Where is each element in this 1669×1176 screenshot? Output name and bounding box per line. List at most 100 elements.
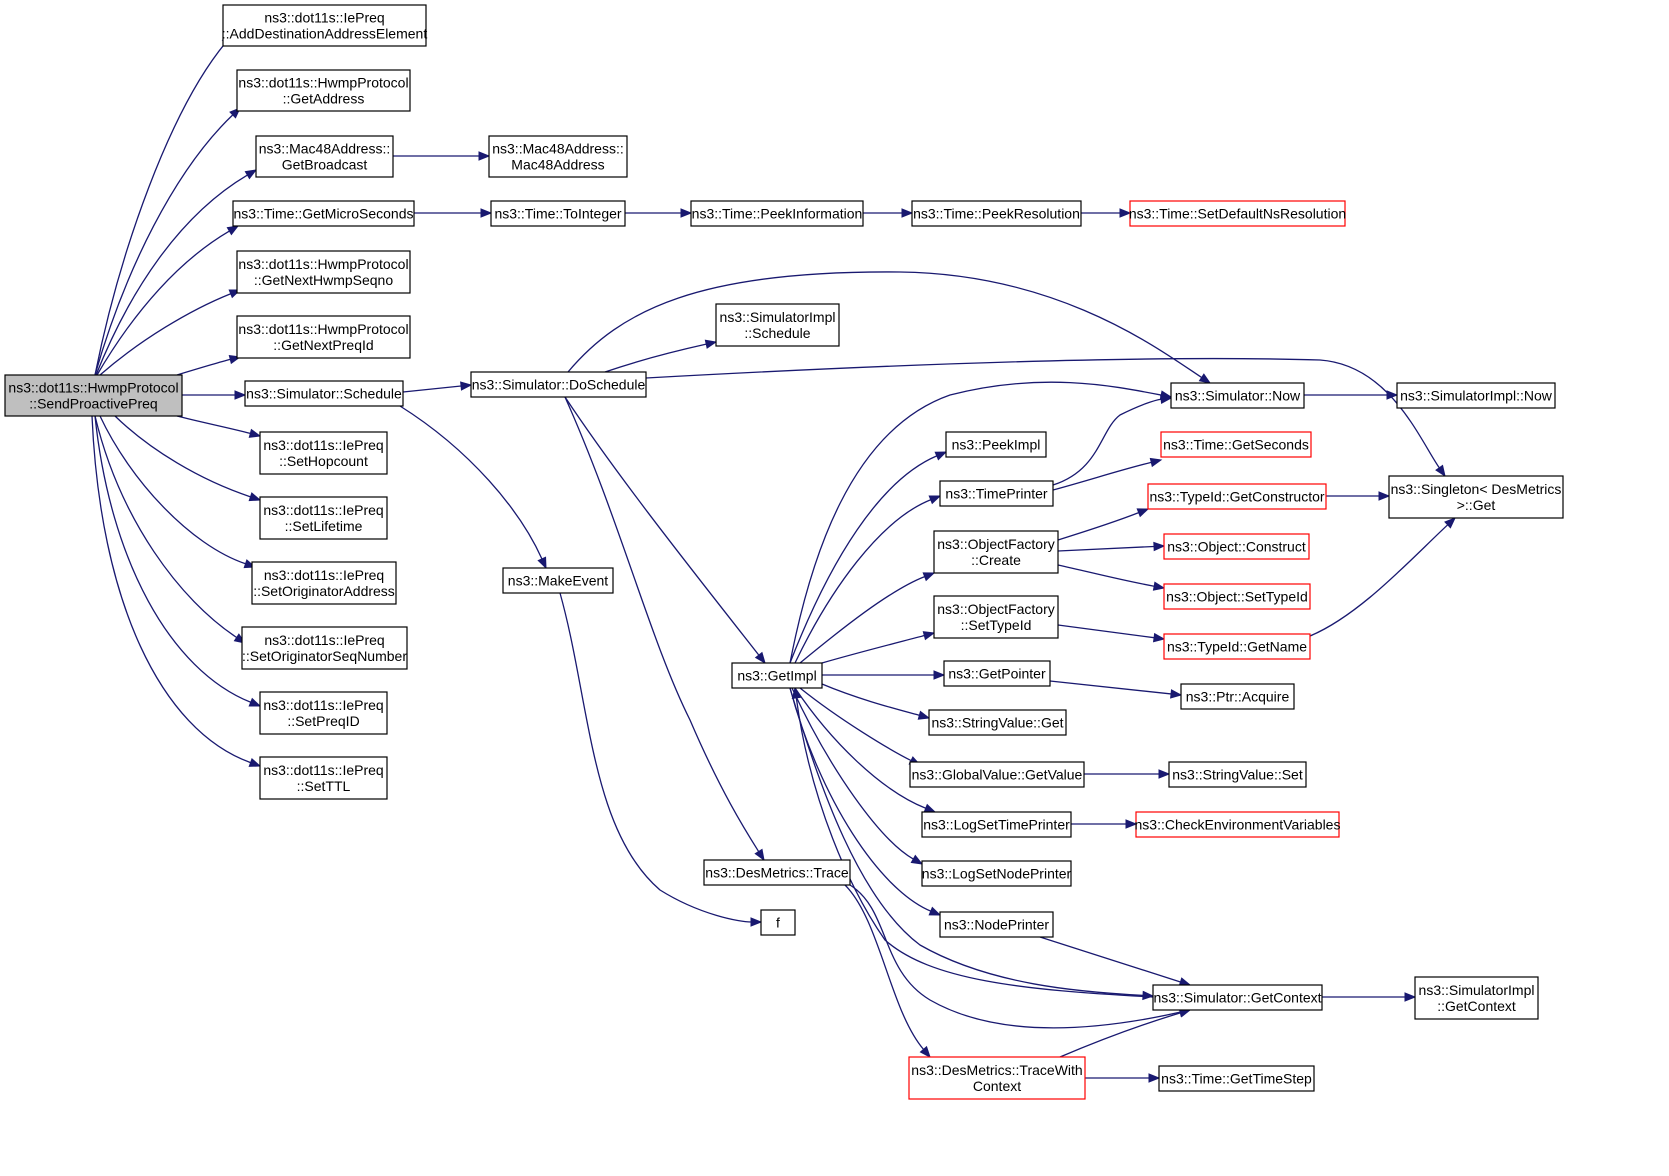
- node-ns3-timeprinter[interactable]: ns3::TimePrinter: [939, 480, 1054, 507]
- node-ns3-time-setdefaultnsresolution[interactable]: ns3::Time::SetDefaultNsResolution: [1129, 200, 1346, 227]
- node-box[interactable]: [921, 811, 1072, 838]
- node-box[interactable]: [731, 662, 823, 689]
- node-ns3-time-getmicroseconds[interactable]: ns3::Time::GetMicroSeconds: [232, 200, 415, 227]
- node-box[interactable]: [1147, 483, 1327, 510]
- node-box[interactable]: [251, 561, 397, 605]
- node-box[interactable]: [259, 756, 388, 800]
- node-box[interactable]: [939, 911, 1054, 938]
- node-ns3-time-peekresolution[interactable]: ns3::Time::PeekResolution: [911, 200, 1082, 227]
- node-box[interactable]: [259, 691, 388, 735]
- node-ns3-dot11s-iepreq-adddestinationaddresselement[interactable]: ns3::dot11s::IePreq::AddDestinationAddre…: [222, 4, 428, 47]
- node-box[interactable]: [909, 761, 1085, 788]
- node-ns3-dot11s-hwmpprotocol-getnextpreqid[interactable]: ns3::dot11s::HwmpProtocol::GetNextPreqId: [236, 315, 411, 359]
- node-ns3-time-getseconds[interactable]: ns3::Time::GetSeconds: [1160, 431, 1312, 458]
- node-box[interactable]: [928, 709, 1067, 736]
- node-box[interactable]: [760, 909, 796, 936]
- node-ns3-makeevent[interactable]: ns3::MakeEvent: [502, 567, 614, 594]
- node-box[interactable]: [502, 567, 614, 594]
- node-ns3-objectfactory-settypeid[interactable]: ns3::ObjectFactory::SetTypeId: [933, 595, 1059, 639]
- node-box[interactable]: [933, 530, 1059, 574]
- node-ns3-desmetrics-trace[interactable]: ns3::DesMetrics::Trace: [703, 859, 851, 886]
- node-ns3-objectfactory-create[interactable]: ns3::ObjectFactory::Create: [933, 530, 1059, 574]
- node-box[interactable]: [943, 660, 1051, 687]
- node-box[interactable]: [1163, 533, 1310, 560]
- node-box[interactable]: [490, 200, 626, 227]
- node-ns3-stringvalue-get[interactable]: ns3::StringValue::Get: [928, 709, 1067, 736]
- node-ns3-ptr-acquire[interactable]: ns3::Ptr::Acquire: [1180, 683, 1295, 710]
- node-box[interactable]: [703, 859, 851, 886]
- node-ns3-dot11s-iepreq-setpreqid[interactable]: ns3::dot11s::IePreq::SetPreqID: [259, 691, 388, 735]
- node-box[interactable]: [470, 371, 647, 398]
- node-box[interactable]: [715, 303, 840, 347]
- node-box[interactable]: [690, 200, 864, 227]
- node-ns3-dot11s-iepreq-setoriginatoraddress[interactable]: ns3::dot11s::IePreq::SetOriginatorAddres…: [251, 561, 397, 605]
- node-box[interactable]: [1168, 761, 1307, 788]
- node-ns3-checkenvironmentvariables[interactable]: ns3::CheckEnvironmentVariables: [1135, 811, 1341, 838]
- node-ns3-globalvalue-getvalue[interactable]: ns3::GlobalValue::GetValue: [909, 761, 1085, 788]
- node-ns3-peekimpl[interactable]: ns3::PeekImpl: [945, 431, 1047, 458]
- node-box[interactable]: [236, 69, 411, 112]
- node-box[interactable]: [241, 626, 408, 670]
- node-ns3-simulator-now[interactable]: ns3::Simulator::Now: [1170, 382, 1305, 409]
- node-box[interactable]: [908, 1056, 1086, 1100]
- node-box[interactable]: [222, 4, 427, 47]
- node-ns3-simulatorimpl-now[interactable]: ns3::SimulatorImpl::Now: [1396, 382, 1556, 409]
- node-box[interactable]: [911, 200, 1082, 227]
- node-ns3-logsettimeprinter[interactable]: ns3::LogSetTimePrinter: [921, 811, 1072, 838]
- node-ns3-typeid-getconstructor[interactable]: ns3::TypeId::GetConstructor: [1147, 483, 1327, 510]
- node-ns3-dot11s-iepreq-setoriginatorseqnumber[interactable]: ns3::dot11s::IePreq::SetOriginatorSeqNum…: [241, 626, 408, 670]
- node-box[interactable]: [488, 135, 628, 178]
- node-ns3-dot11s-hwmpprotocol-sendproactivepreq[interactable]: ns3::dot11s::HwmpProtocol::SendProactive…: [4, 374, 183, 417]
- node-box[interactable]: [1135, 811, 1340, 838]
- node-box[interactable]: [259, 431, 388, 475]
- node-ns3-logsetnodeprinter[interactable]: ns3::LogSetNodePrinter: [921, 860, 1072, 887]
- node-box[interactable]: [1396, 382, 1556, 409]
- node-ns3-dot11s-iepreq-setttl[interactable]: ns3::dot11s::IePreq::SetTTL: [259, 756, 388, 800]
- node-ns3-mac48address-mac48address[interactable]: ns3::Mac48Address::Mac48Address: [488, 135, 628, 178]
- node-box[interactable]: [921, 860, 1072, 887]
- node-box[interactable]: [1152, 984, 1323, 1011]
- node-ns3-singleton-desmetrics-get[interactable]: ns3::Singleton< DesMetrics>::Get: [1388, 475, 1564, 519]
- node-box[interactable]: [1180, 683, 1295, 710]
- node-box[interactable]: [1414, 976, 1539, 1020]
- node-box[interactable]: [244, 380, 404, 407]
- node-box[interactable]: [232, 200, 415, 227]
- node-ns3-simulator-getcontext[interactable]: ns3::Simulator::GetContext: [1152, 984, 1323, 1011]
- node-box[interactable]: [1129, 200, 1346, 227]
- node-ns3-simulator-doschedule[interactable]: ns3::Simulator::DoSchedule: [470, 371, 647, 398]
- node-ns3-dot11s-iepreq-setlifetime[interactable]: ns3::dot11s::IePreq::SetLifetime: [259, 496, 388, 540]
- node-ns3-time-gettimestep[interactable]: ns3::Time::GetTimeStep: [1158, 1065, 1315, 1092]
- node-ns3-getimpl[interactable]: ns3::GetImpl: [731, 662, 823, 689]
- node-box[interactable]: [259, 496, 388, 540]
- node-ns3-time-tointeger[interactable]: ns3::Time::ToInteger: [490, 200, 626, 227]
- node-ns3-getpointer[interactable]: ns3::GetPointer: [943, 660, 1051, 687]
- node-box[interactable]: [255, 135, 394, 178]
- node-ns3-object-construct[interactable]: ns3::Object::Construct: [1163, 533, 1310, 560]
- node-ns3-dot11s-hwmpprotocol-getaddress[interactable]: ns3::dot11s::HwmpProtocol::GetAddress: [236, 69, 411, 112]
- node-ns3-typeid-getname[interactable]: ns3::TypeId::GetName: [1163, 633, 1311, 660]
- node-box[interactable]: [1158, 1065, 1315, 1092]
- node-ns3-nodeprinter[interactable]: ns3::NodePrinter: [939, 911, 1054, 938]
- node-box[interactable]: [939, 480, 1054, 507]
- node-box[interactable]: [236, 250, 411, 294]
- node-box[interactable]: [4, 374, 183, 417]
- node-box[interactable]: [933, 595, 1059, 639]
- node-box[interactable]: [1170, 382, 1305, 409]
- node-box[interactable]: [1163, 633, 1311, 660]
- node-ns3-object-settypeid[interactable]: ns3::Object::SetTypeId: [1163, 583, 1311, 610]
- node-ns3-stringvalue-set[interactable]: ns3::StringValue::Set: [1168, 761, 1307, 788]
- node-ns3-mac48address-getbroadcast[interactable]: ns3::Mac48Address::GetBroadcast: [255, 135, 394, 178]
- node-ns3-simulatorimpl-schedule[interactable]: ns3::SimulatorImpl::Schedule: [715, 303, 840, 347]
- node-ns3-dot11s-hwmpprotocol-getnexthwmpseqno[interactable]: ns3::dot11s::HwmpProtocol::GetNextHwmpSe…: [236, 250, 411, 294]
- node-f[interactable]: f: [760, 909, 796, 936]
- node-box[interactable]: [236, 315, 411, 359]
- node-ns3-dot11s-iepreq-sethopcount[interactable]: ns3::dot11s::IePreq::SetHopcount: [259, 431, 388, 475]
- node-box[interactable]: [1388, 475, 1564, 519]
- node-ns3-simulator-schedule[interactable]: ns3::Simulator::Schedule: [244, 380, 404, 407]
- node-box[interactable]: [1160, 431, 1312, 458]
- node-ns3-time-peekinformation[interactable]: ns3::Time::PeekInformation: [690, 200, 864, 227]
- node-ns3-simulatorimpl-getcontext[interactable]: ns3::SimulatorImpl::GetContext: [1414, 976, 1539, 1020]
- node-box[interactable]: [945, 431, 1047, 458]
- node-box[interactable]: [1163, 583, 1311, 610]
